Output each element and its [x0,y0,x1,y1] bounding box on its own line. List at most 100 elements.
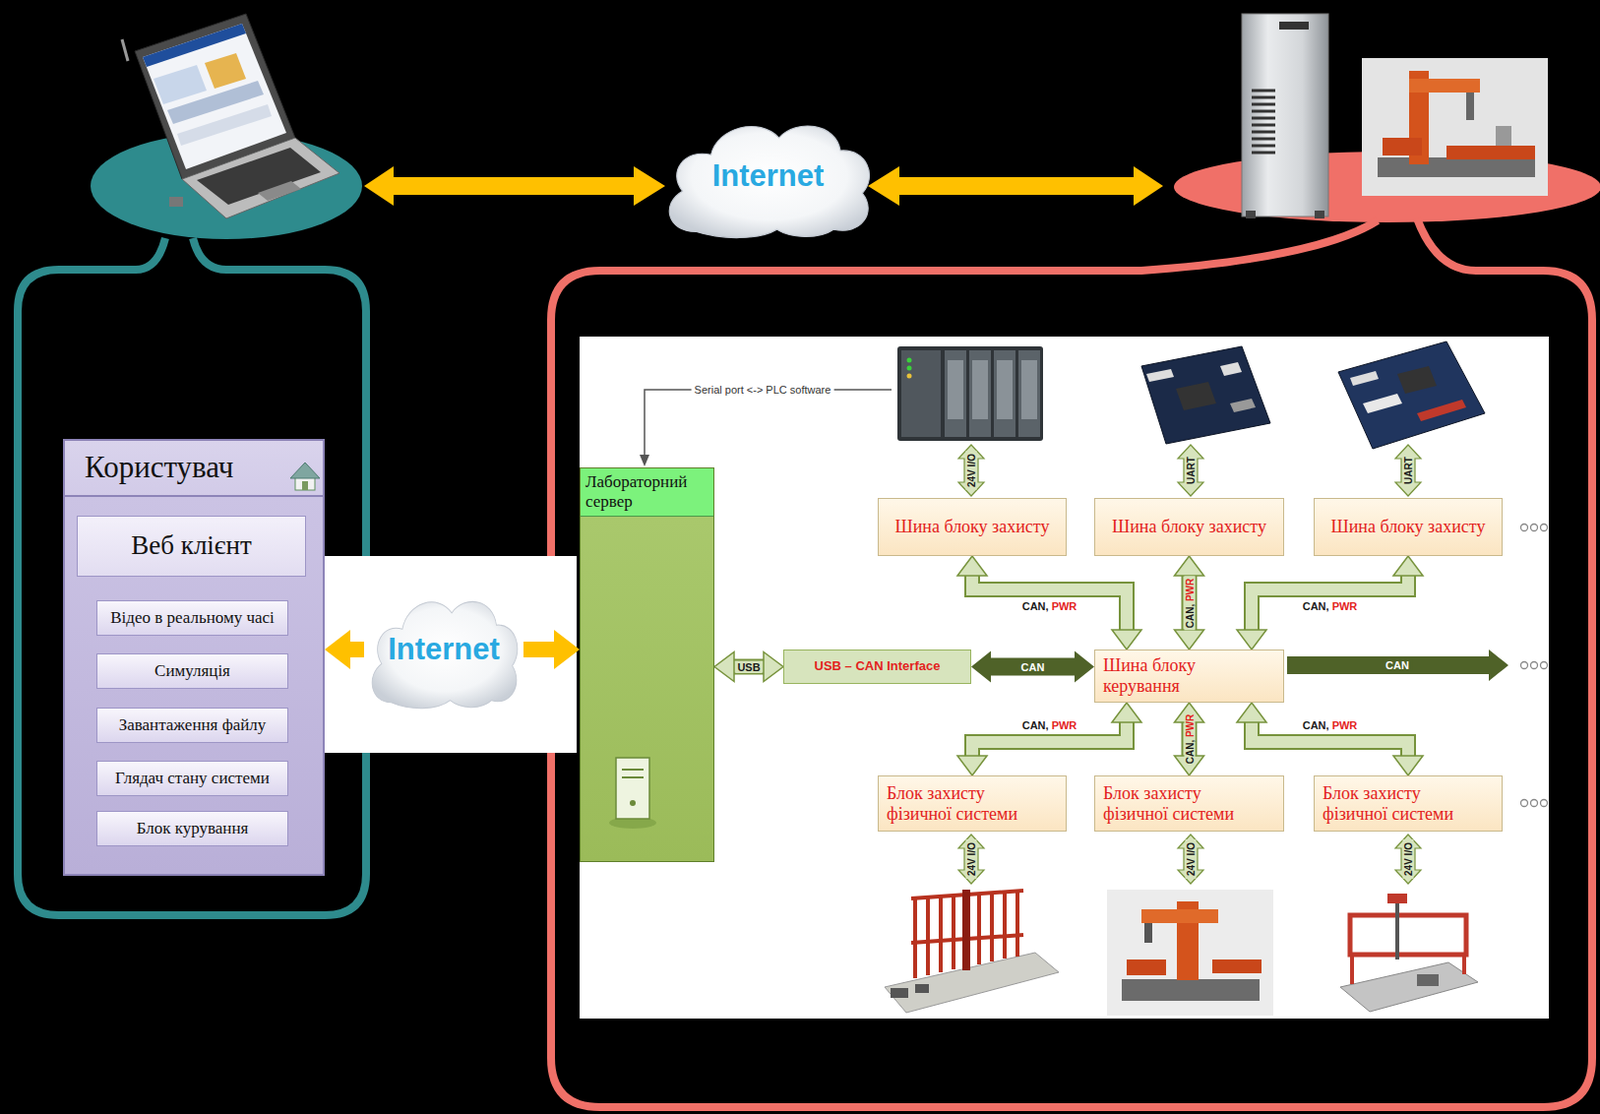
node-text: Веб клієнт [130,530,251,561]
laptop-picture-part [196,147,321,205]
internet-cloud: Internet [658,112,878,241]
plc-picture-part [996,360,1013,420]
connector-arrow [972,575,1127,630]
continuation-dots-part [1531,662,1539,670]
connector-label: CAN, PWR [1183,712,1195,767]
bus-label: CAN [1382,659,1413,672]
robot-photo-part [1121,979,1260,1001]
plc-picture-part [907,366,913,371]
machine-photo-part [1377,157,1536,178]
machine-photo-part [1446,145,1536,160]
connector-label: CAN, PWR [1300,719,1360,732]
storage-rack-picture-part [977,893,982,965]
continuation-dots [1521,524,1548,807]
link-note: Serial port <-> PLC software [691,383,835,396]
label-word: PWR [1332,600,1358,613]
gantry-picture-part [1387,893,1408,904]
plc-picture-part [1021,360,1038,420]
connector-arrow [1251,575,1409,630]
function-button: Відео в реальному часі [96,600,289,636]
server-tower-picture-part [1251,130,1276,134]
label-word: PWR [1332,719,1358,732]
server-tower-picture-part [1245,210,1256,219]
label-word: PWR [1183,714,1195,738]
connector-body [990,658,1075,677]
label-word: PWR [1051,719,1078,732]
machine-photo-part [1382,137,1422,156]
storage-rack-picture-part [890,987,909,998]
laptop-picture-part [257,181,302,201]
label-word [1048,600,1052,613]
protection-bus-box: Шина блоку захисту [877,497,1067,556]
physical-protection-box: Блок захисту фізичної системи [1094,775,1285,832]
yellow-arrow-part [867,166,1164,206]
plc-picture-part [993,350,1016,437]
gantry-picture-part [1462,954,1467,975]
storage-rack-picture-part [1015,890,1020,957]
connector-body [350,641,365,658]
server-tower-picture-part [1251,144,1276,148]
signal-label: UART [1185,453,1197,488]
board-picture-part [1416,399,1467,422]
storage-rack-picture-part [915,984,929,993]
server-icon-part [629,800,636,806]
gantry-picture-part [1350,954,1354,985]
function-button: Глядач стану системи [96,760,289,797]
label-word: CAN, [1183,603,1195,627]
continuation-dots-part [1531,800,1539,807]
node-text: Симуляція [154,661,231,681]
label-word: USB [737,660,760,673]
robot-photo-part [1126,959,1167,976]
connector-body [523,641,554,658]
physical-protection-box: Блок захисту фізичної системи [877,775,1067,832]
laptop-picture-part [169,196,184,207]
cloud-shape [371,601,518,708]
label-word [1183,601,1195,605]
gantry-picture-part [1416,974,1439,986]
node-text: Блок захисту фізичної системи [1103,783,1251,824]
connector-body [1183,575,1196,630]
gantry-picture [1340,893,1478,1012]
robot-photo-part [1144,923,1153,943]
continuation-dots-part [1521,662,1529,670]
board-picture-part [1397,366,1437,394]
connector-label: CAN, PWR [1020,719,1080,732]
laptop-picture-part [177,104,272,146]
board-picture-part [1220,362,1242,376]
server-tower-picture-part [1251,90,1276,153]
plc-picture-part [972,360,988,420]
node-text: Шина блоку керування [1103,655,1276,696]
laptop-picture-part [122,39,128,62]
connector-outline [972,575,1127,630]
server-icon-part [621,776,644,779]
robot-photo [1107,889,1274,1016]
io-arrow-part [1395,444,1421,496]
server-tower-picture-part [1251,117,1276,121]
gantry-picture-part [1350,915,1467,955]
connector-label: CAN, PWR [1300,600,1360,613]
storage-rack-picture-part [884,952,1059,1013]
lab-outline [551,218,1593,1108]
server-tower-picture-part [1251,89,1276,93]
node-text: Шина блоку захисту [895,516,1050,538]
connector-outline [1251,575,1409,630]
board-picture-part [1141,346,1271,444]
plc-picture [897,346,1044,441]
serial-link-line-part [639,454,650,467]
connector-arrow [523,649,554,651]
house-icon [290,462,320,491]
gantry-picture-part [1395,897,1400,960]
label-word [1183,737,1195,740]
laptop-picture-part [142,23,287,170]
plc-picture-part [907,358,913,364]
board-picture-part [1362,393,1403,414]
laptop-picture [122,13,340,219]
server-tower-picture-part [1314,210,1325,219]
web-client-box: Веб клієнт [76,515,307,577]
plc-picture-part [1018,350,1041,437]
machine-photo-part [1466,92,1475,121]
label-word: CAN, [1302,719,1330,732]
machine-photo-part [1495,125,1512,146]
label-word: CAN, [1022,600,1049,613]
machine-photo-part [1409,78,1480,93]
